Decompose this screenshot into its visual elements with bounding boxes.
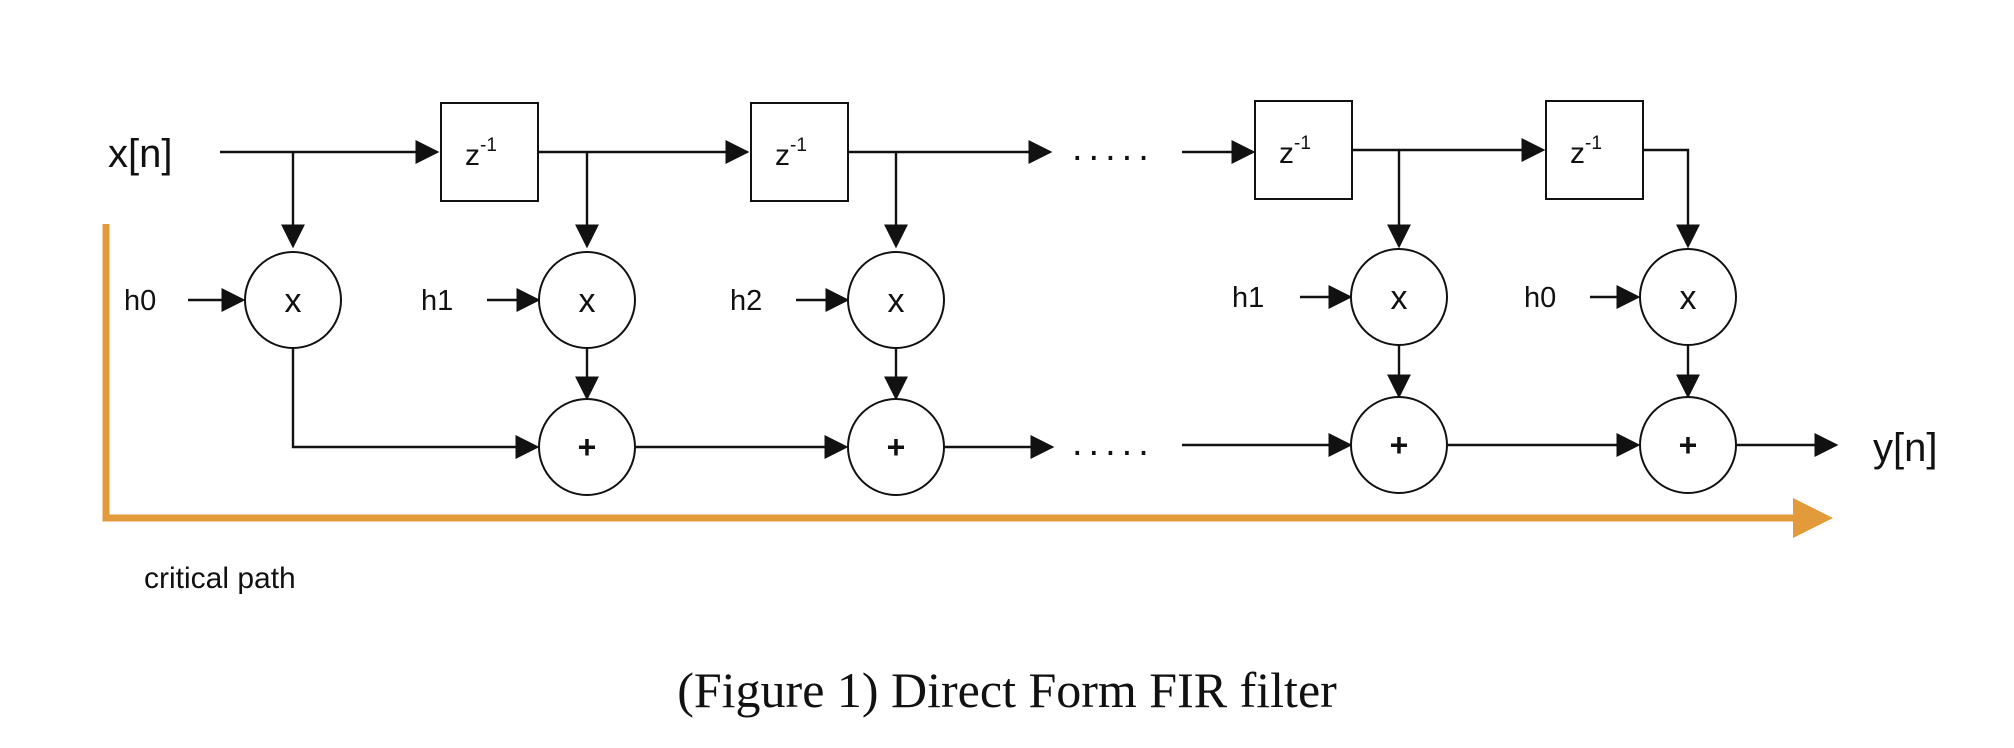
multiplier: x <box>847 251 945 349</box>
critical-path-label: critical path <box>144 562 296 595</box>
multiplier: x <box>244 251 342 349</box>
delay-element: z-1 <box>750 102 849 202</box>
svg-text:x: x <box>1680 279 1697 317</box>
svg-text:+: + <box>887 429 906 465</box>
figure-caption: (Figure 1) Direct Form FIR filter <box>677 662 1337 718</box>
input-label: x[n] <box>108 132 172 176</box>
svg-text:x: x <box>888 282 905 320</box>
svg-text:x: x <box>579 282 596 320</box>
delay-line <box>220 138 1700 249</box>
product-lines <box>291 346 1700 459</box>
delay-element: z-1 <box>440 102 539 202</box>
adder: + <box>538 398 636 496</box>
critical-path-arrow <box>102 224 1833 538</box>
adder: + <box>1639 396 1737 494</box>
adder-chain <box>636 433 1839 459</box>
output-label: y[n] <box>1873 426 1937 470</box>
svg-text:x: x <box>1391 279 1408 317</box>
multiplier: x <box>538 251 636 349</box>
coefficient-label: h1 <box>1232 282 1264 314</box>
coefficient-label: h0 <box>1524 282 1556 314</box>
tap-lines <box>281 150 1411 249</box>
delay-label: z-1 <box>1279 133 1311 170</box>
delay-label: z-1 <box>775 135 807 172</box>
delay-element: z-1 <box>1545 100 1644 200</box>
svg-text:x: x <box>285 282 302 320</box>
adder: + <box>847 398 945 496</box>
delay-label: z-1 <box>465 135 497 172</box>
ellipsis-bottom: ..... <box>1072 422 1155 464</box>
coefficient-label: h2 <box>730 285 762 317</box>
svg-text:+: + <box>1390 427 1409 463</box>
delay-element: z-1 <box>1254 100 1353 200</box>
multiplier: x <box>1639 248 1737 346</box>
coefficient-arrows <box>188 285 1641 312</box>
coefficient-label: h1 <box>421 285 453 317</box>
ellipsis-top: ..... <box>1072 127 1155 169</box>
svg-text:+: + <box>578 429 597 465</box>
delay-label: z-1 <box>1570 133 1602 170</box>
adder: + <box>1350 396 1448 494</box>
coefficient-label: h0 <box>124 285 156 317</box>
svg-text:+: + <box>1679 427 1698 463</box>
multiplier: x <box>1350 248 1448 346</box>
